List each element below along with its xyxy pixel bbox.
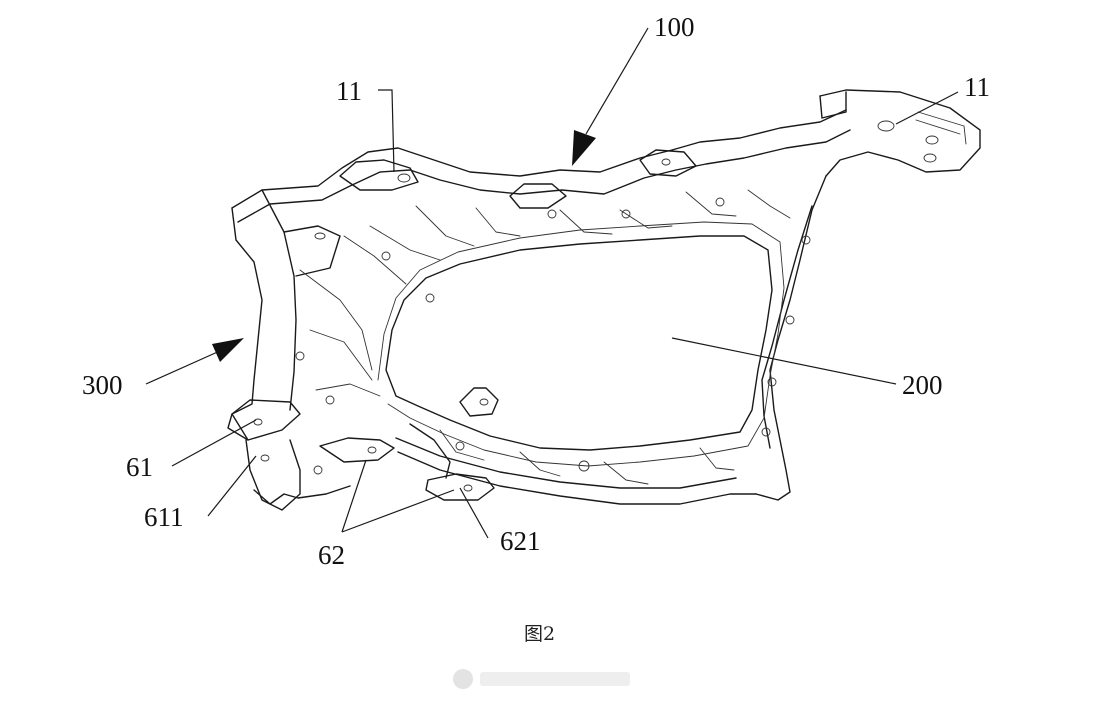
arrow-300-head (212, 338, 244, 362)
label-611: 611 (144, 502, 184, 532)
figure-caption: 图2 (524, 623, 555, 645)
watermark-logo-icon (453, 669, 473, 689)
label-11-right: 11 (964, 72, 990, 102)
reference-labels: 100 11 11 200 300 61 611 62 621 (82, 12, 990, 570)
label-300: 300 (82, 370, 123, 400)
label-200: 200 (902, 370, 943, 400)
label-621: 621 (500, 526, 541, 556)
label-100: 100 (654, 12, 695, 42)
leader-lines (145, 27, 959, 539)
label-11-left: 11 (336, 76, 362, 106)
arrow-100-head (572, 130, 596, 166)
watermark-bar (480, 672, 630, 686)
bracket-drawing (227, 89, 981, 511)
label-62: 62 (318, 540, 345, 570)
watermark (453, 669, 630, 689)
label-61: 61 (126, 452, 153, 482)
